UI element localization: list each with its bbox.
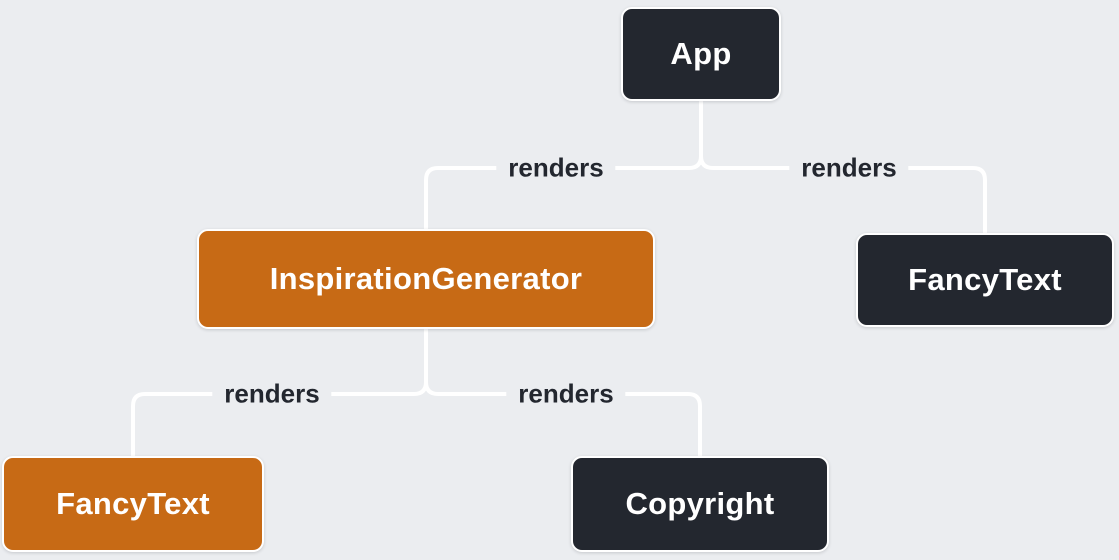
node-inspiration-generator: InspirationGenerator bbox=[197, 229, 655, 329]
node-fancy-text-bottom-label: FancyText bbox=[56, 486, 210, 521]
edge-label-renders-app-inspirationgenerator: renders bbox=[496, 151, 616, 185]
edge-label-renders-inspirationgenerator-copyright: renders bbox=[506, 377, 626, 411]
edge-label-renders-inspirationgenerator-fancytext: renders bbox=[212, 377, 332, 411]
node-inspiration-generator-label: InspirationGenerator bbox=[269, 261, 583, 296]
node-copyright-label: Copyright bbox=[625, 486, 775, 521]
node-app-label: App bbox=[670, 36, 732, 71]
edge-label-renders-app-fancytext: renders bbox=[789, 151, 909, 185]
node-fancy-text-bottom: FancyText bbox=[2, 456, 264, 552]
node-fancy-text-top: FancyText bbox=[856, 233, 1114, 327]
node-app: App bbox=[621, 7, 781, 101]
node-copyright: Copyright bbox=[571, 456, 829, 552]
node-fancy-text-top-label: FancyText bbox=[908, 262, 1062, 297]
